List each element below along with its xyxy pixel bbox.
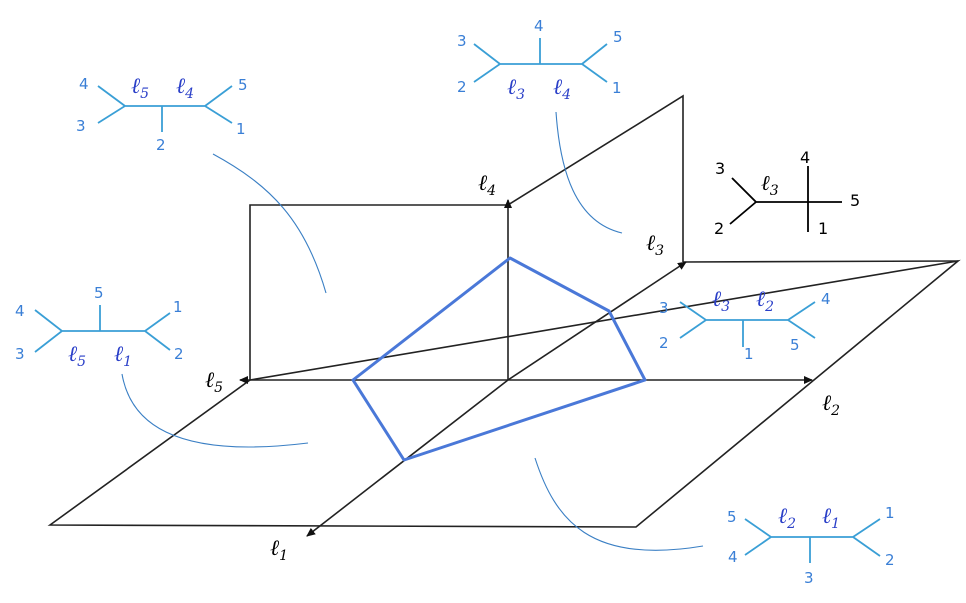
tree-l3-edge-l3: ℓ3 — [761, 171, 779, 199]
leader-tree-l2-l1 — [534, 457, 704, 551]
axis-l3-sub: 3 — [655, 243, 664, 259]
tree-l5-l1-leaf-5: 5 — [94, 284, 104, 302]
tree-l3-l2-leaf-1: 1 — [744, 345, 754, 363]
tree-l3-leaf-4: 4 — [800, 148, 810, 167]
axis-l5-sub: 5 — [214, 380, 223, 396]
tree-l3-l2-edge-l2: ℓ2 — [756, 287, 774, 315]
tree-l2-l1-edge-l1: ℓ1 — [822, 504, 840, 532]
axis-label-l5: ℓ5 — [205, 368, 223, 396]
tree-l5-l1: 4 3 5 1 2 ℓ5 ℓ1 — [15, 284, 184, 370]
tree-l2-l1-leaf-1: 1 — [885, 504, 895, 522]
axis-l2-sub: 2 — [830, 403, 840, 419]
tree-l3-l2-leaf-5: 5 — [790, 336, 800, 354]
axis-label-l3: ℓ3 — [646, 231, 664, 259]
axis-l2-base: ℓ — [822, 391, 832, 416]
tree-l5-l4-leaf-4: 4 — [79, 75, 89, 93]
plane-l4-l5 — [249, 204, 508, 380]
tree-l5-l1-edge-l5: ℓ5 — [68, 342, 86, 370]
axis-l3 — [507, 261, 687, 381]
axis-l3-base: ℓ — [646, 231, 656, 256]
leader-tree-l5-l4 — [212, 153, 327, 294]
tree-l3-leaf-1: 1 — [818, 219, 828, 238]
tree-l3-l2-leaf-3: 3 — [659, 299, 669, 317]
plane-l3-l4 — [507, 94, 684, 262]
tree-l5-l1-leaf-2: 2 — [174, 345, 184, 363]
tree-l3-l2-leaf-2: 2 — [659, 334, 669, 352]
leader-tree-l3-l4 — [555, 111, 623, 234]
tree-l5-l4-leaf-5: 5 — [238, 76, 248, 94]
tree-l5-l4: 4 3 2 5 1 ℓ5 ℓ4 — [76, 74, 248, 154]
tree-l3-l4-leaf-5: 5 — [613, 28, 623, 46]
tree-l3-l4-leaf-1: 1 — [612, 79, 622, 97]
tree-l3-l2-leaf-4: 4 — [821, 290, 831, 308]
tree-l3-l2: 3 2 1 4 5 ℓ3 ℓ2 — [659, 287, 831, 363]
tree-l5-l4-leaf-2: 2 — [156, 136, 166, 154]
tree-l5-l4-edge-l4: ℓ4 — [176, 74, 194, 102]
axis-label-l4: ℓ4 — [478, 171, 496, 199]
blue-pentagon — [351, 256, 647, 462]
tree-l3-leaf-5: 5 — [850, 191, 860, 210]
tree-l3-l2-edge-l3: ℓ3 — [712, 287, 730, 315]
tree-l3-leaf-3: 3 — [715, 159, 725, 178]
axis-l4-base: ℓ — [478, 171, 488, 196]
tree-l5-l4-leaf-1: 1 — [236, 120, 246, 138]
tree-l2-l1-edge-l2: ℓ2 — [778, 504, 796, 532]
tree-l5-l1-leaf-3: 3 — [15, 345, 25, 363]
axis-l5-base: ℓ — [205, 368, 215, 393]
axis-l1-sub: 1 — [279, 548, 288, 564]
axis-label-l2: ℓ2 — [822, 391, 840, 419]
tree-l2-l1-leaf-3: 3 — [804, 569, 814, 587]
tree-l3-l4: 3 2 4 5 1 ℓ3 ℓ4 — [457, 17, 623, 103]
tree-l3-l4-edge-l3: ℓ3 — [507, 75, 525, 103]
tree-l5-l1-leaf-1: 1 — [173, 298, 183, 316]
tree-l3-leaf-2: 2 — [714, 219, 724, 238]
axis-l1-base: ℓ — [270, 536, 280, 561]
tree-l5-l1-leaf-4: 4 — [15, 302, 25, 320]
tree-l3-l4-leaf-4: 4 — [534, 17, 544, 35]
tree-l2-l1-leaf-2: 2 — [885, 551, 895, 569]
tree-l2-l1-leaf-5: 5 — [727, 508, 737, 526]
plane-l1-l2-back-edge — [682, 260, 959, 263]
axis-label-l1: ℓ1 — [270, 536, 288, 564]
axis-l4-sub: 4 — [486, 183, 496, 199]
leader-tree-l5-l1 — [121, 373, 309, 448]
tree-l3-l4-leaf-2: 2 — [457, 78, 467, 96]
tree-l3-black: 3 2 4 5 1 ℓ3 — [714, 148, 860, 238]
tree-l3-l4-leaf-3: 3 — [457, 32, 467, 50]
tree-l3-l4-edge-l4: ℓ4 — [553, 75, 571, 103]
tree-l2-l1-leaf-4: 4 — [728, 548, 738, 566]
tree-l5-l4-edge-l5: ℓ5 — [131, 74, 149, 102]
tree-l2-l1: 5 4 3 1 2 ℓ2 ℓ1 — [727, 504, 895, 587]
tree-l5-l4-leaf-3: 3 — [76, 117, 86, 135]
tree-l5-l1-edge-l1: ℓ1 — [114, 342, 132, 370]
